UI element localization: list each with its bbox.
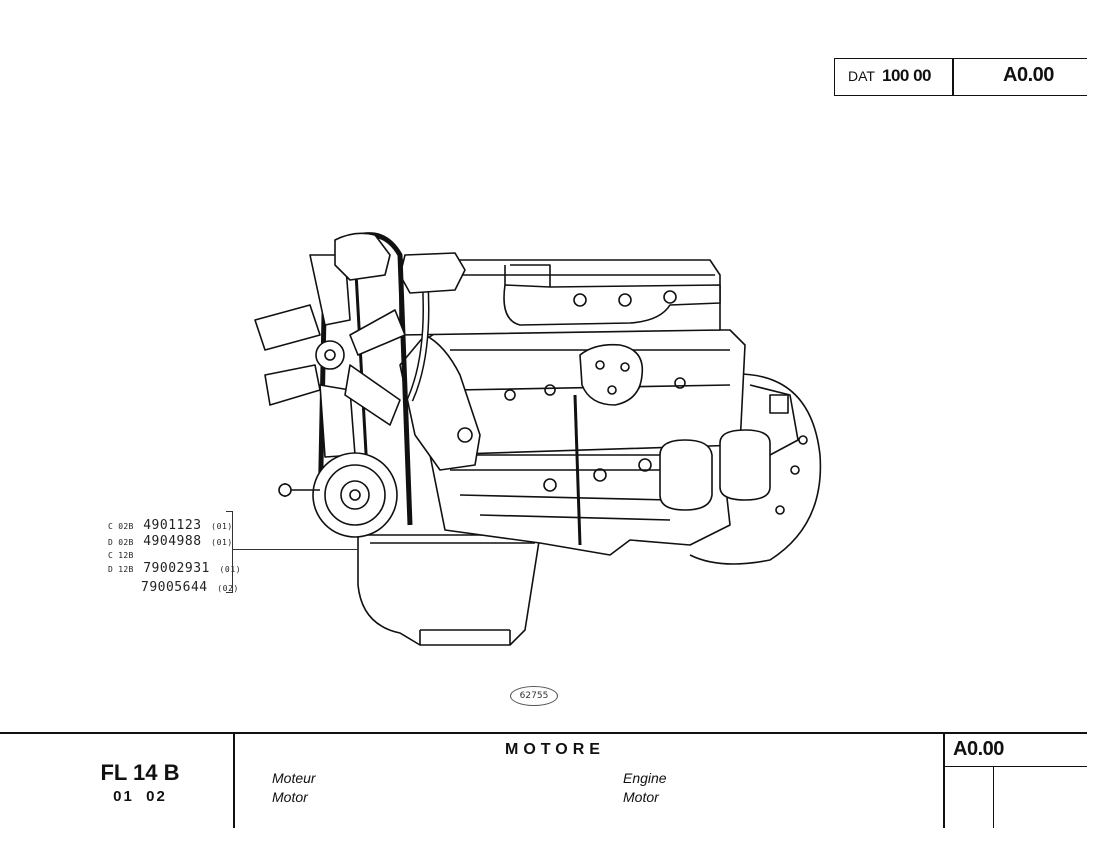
part-number-row: C 02B 4901123 (01) [108, 514, 233, 533]
reference-code: A0.00 [1003, 64, 1054, 86]
oil-pan [357, 534, 541, 646]
section-title: MOTORE [505, 741, 605, 758]
part-number-row: D 02B 4904988 (01) [108, 530, 233, 549]
title-spanish: Motor [623, 789, 659, 805]
alternator [334, 232, 391, 281]
reference-box [834, 58, 1087, 96]
cooling-fan [254, 254, 406, 458]
engine-illustration [254, 232, 822, 646]
dat-number: 100 00 [882, 66, 932, 85]
part-number: 4904988 [143, 534, 202, 549]
part-number: 4901123 [143, 518, 202, 533]
footer-divider [233, 732, 235, 828]
part-number-variant: (01) [211, 522, 233, 531]
part-number-row: D 12B 79002931 (01) [108, 557, 241, 576]
part-number-prefix: C 12B [108, 551, 134, 560]
injection-pump [579, 343, 644, 406]
part-number-prefix: C 02B [108, 522, 134, 531]
footer-reference-code: A0.00 [953, 738, 1004, 760]
dipstick [573, 394, 582, 546]
title-english: Engine [623, 770, 667, 786]
leader-line [233, 549, 358, 551]
model-name: FL 14 B [100, 760, 180, 785]
part-number: 79005644 [141, 580, 208, 595]
crankshaft-pulley [312, 452, 398, 538]
part-number: 79002931 [143, 561, 210, 576]
dat-label: DAT [848, 68, 875, 84]
part-number-row: C 12B [108, 543, 134, 562]
title-german: Motor [272, 789, 308, 805]
part-number-variant: (01) [211, 538, 233, 547]
footer-code-divider [993, 767, 995, 828]
footer-divider [943, 732, 945, 828]
part-number-bracket [226, 511, 233, 593]
part-number-variant: (01) [219, 565, 242, 574]
part-number-prefix: D 12B [108, 565, 134, 574]
part-number-prefix: D 02B [108, 538, 134, 547]
footer-rule [0, 732, 1087, 734]
part-number-row: 79005644 (02) [141, 576, 239, 595]
title-french: Moteur [272, 770, 316, 786]
figure-number: 62755 [510, 686, 558, 706]
model-variants: 01 02 [113, 788, 167, 805]
reference-box-divider [952, 58, 954, 95]
exhaust-manifold [503, 284, 721, 326]
footer-code-rule [944, 766, 1087, 768]
oil-filter [659, 439, 713, 511]
part-number-variant: (02) [217, 584, 239, 593]
